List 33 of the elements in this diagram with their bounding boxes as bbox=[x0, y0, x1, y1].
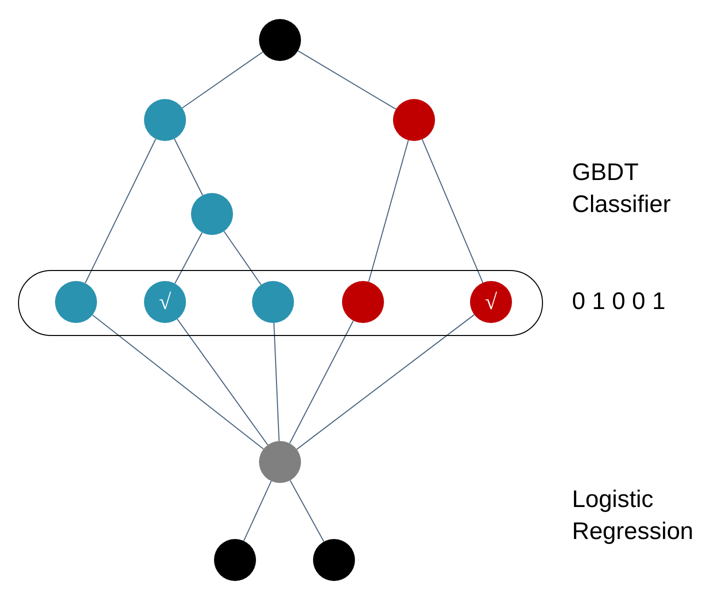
leaf-node-circle bbox=[342, 281, 384, 323]
stage-label: Logistic Regression bbox=[572, 485, 694, 547]
output-node-circle bbox=[214, 539, 256, 581]
connector-line bbox=[422, 138, 484, 284]
connector-line bbox=[368, 140, 409, 282]
connector-line bbox=[289, 320, 354, 444]
tree-node-circle bbox=[144, 99, 186, 141]
output-node-circle bbox=[313, 539, 355, 581]
check-mark: √ bbox=[158, 291, 172, 313]
leaf-node-circle bbox=[252, 281, 294, 323]
connector-line bbox=[223, 230, 262, 286]
connector-line bbox=[243, 480, 272, 542]
logistic-node-circle bbox=[259, 441, 301, 483]
connector-line bbox=[182, 52, 264, 108]
root-node-circle bbox=[259, 19, 301, 61]
connector-line bbox=[176, 318, 268, 446]
stage-label: GBDT Classifier bbox=[572, 158, 672, 220]
connector-line bbox=[296, 314, 475, 450]
connector-line bbox=[92, 314, 264, 450]
tree-node-circle bbox=[191, 193, 233, 235]
connector-line bbox=[174, 138, 204, 196]
leaf-node-circle bbox=[55, 281, 97, 323]
connector-line bbox=[290, 480, 324, 542]
connector-line bbox=[84, 138, 156, 284]
check-mark: √ bbox=[484, 291, 498, 313]
leaf-node-circle bbox=[470, 281, 512, 323]
connector-line bbox=[174, 232, 203, 284]
connector-line bbox=[273, 322, 280, 442]
leaf-node-circle bbox=[144, 281, 186, 323]
leaf-group-band bbox=[18, 270, 543, 336]
connector-line bbox=[298, 50, 396, 110]
feature-vector-text: 0 1 0 0 1 bbox=[572, 287, 666, 317]
tree-node-circle bbox=[393, 99, 435, 141]
